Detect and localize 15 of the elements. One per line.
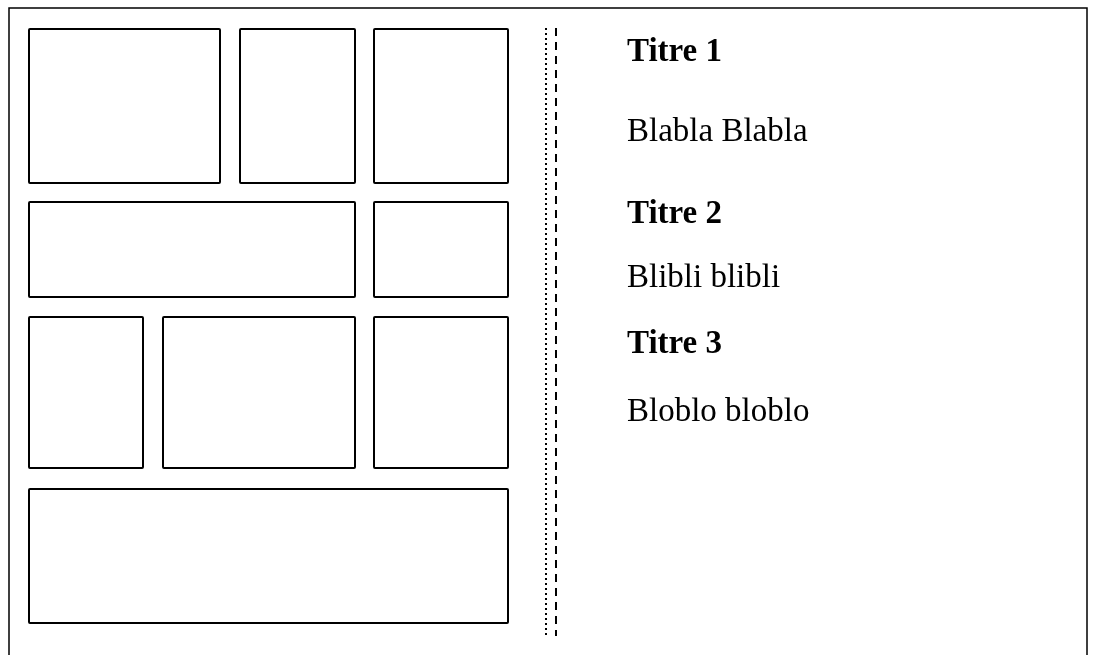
body-text: Bloblo bloblo: [627, 391, 810, 430]
panel-box: [162, 316, 356, 469]
panel-box: [373, 316, 509, 469]
panel-box: [373, 201, 509, 298]
panel-box: [28, 28, 221, 184]
body-text: Blibli blibli: [627, 257, 781, 296]
heading: Titre 2: [627, 193, 723, 232]
panel-box: [28, 488, 509, 624]
panel-box: [28, 316, 144, 469]
body-text: Blabla Blabla: [627, 111, 808, 150]
heading: Titre 3: [627, 323, 723, 362]
panel-box: [28, 201, 356, 298]
panel-box: [239, 28, 356, 184]
heading: Titre 1: [627, 31, 723, 70]
panel-box: [373, 28, 509, 184]
